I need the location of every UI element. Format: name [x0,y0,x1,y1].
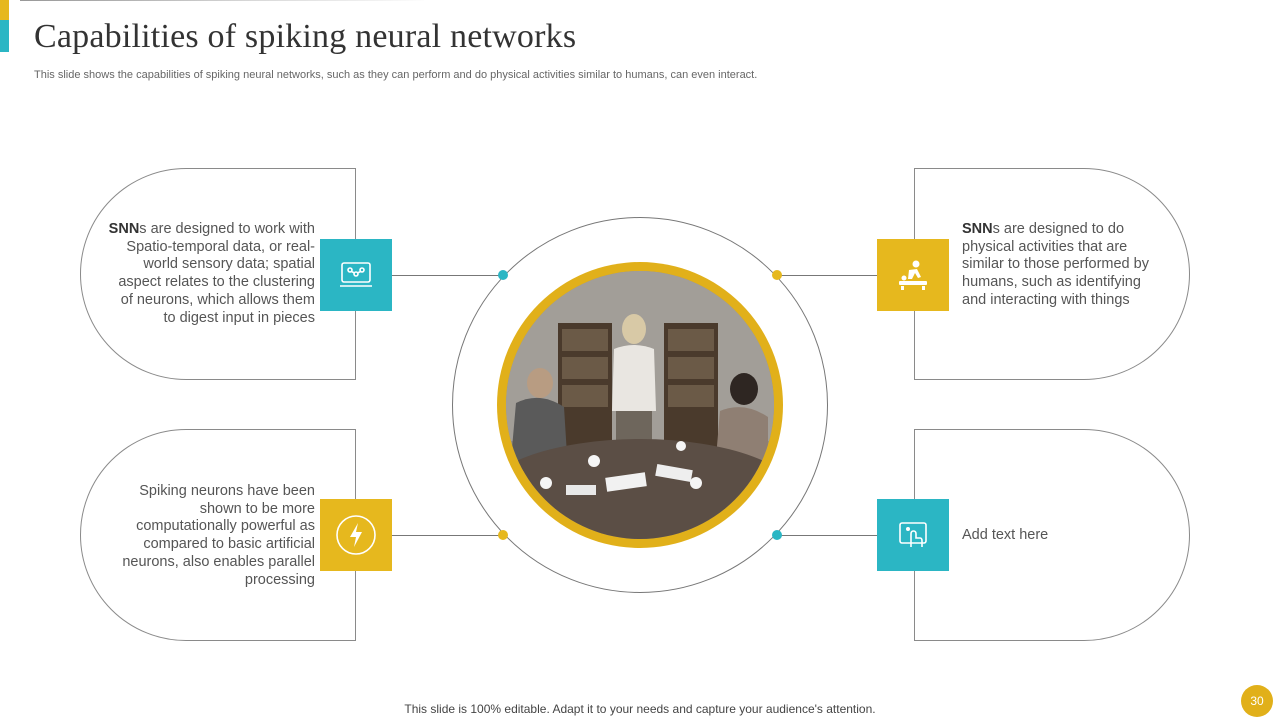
footer-note: This slide is 100% editable. Adapt it to… [404,702,876,716]
outer-circle [452,217,828,593]
connector-bottom-left [392,535,503,536]
touch-screen-icon [877,499,949,571]
card-top-left-text[interactable]: SNNs are designed to work with Spatio-te… [108,221,315,326]
card-bottom-left[interactable]: Spiking neurons have been shown to be mo… [80,429,356,641]
card-top-right-text[interactable]: SNNs are designed to do physical activit… [962,221,1149,308]
page-number-badge: 30 [1241,685,1273,717]
connector-dot-bottom-left [498,530,508,540]
connector-bottom-right [777,535,877,536]
card-top-left[interactable]: SNNs are designed to work with Spatio-te… [80,168,356,380]
connector-top-left [392,275,503,276]
card-bottom-right[interactable]: Add text here [914,429,1190,641]
connector-top-right [777,275,877,276]
slide-subtitle[interactable]: This slide shows the capabilities of spi… [34,69,758,81]
meeting-photo[interactable] [506,271,774,539]
connector-dot-top-right [772,270,782,280]
connector-dot-top-left [498,270,508,280]
connector-dot-bottom-right [772,530,782,540]
person-massage-icon [877,239,949,311]
monitor-network-icon [320,239,392,311]
card-bottom-right-text[interactable]: Add text here [962,527,1049,543]
lightning-icon [320,499,392,571]
accent-bar [0,0,9,52]
accent-bar-yellow [0,0,9,20]
accent-bar-teal [0,20,9,52]
slide-title[interactable]: Capabilities of spiking neural networks [34,18,577,55]
card-bottom-left-text[interactable]: Spiking neurons have been shown to be mo… [122,483,315,588]
photo-ring [497,262,783,548]
card-top-right[interactable]: SNNs are designed to do physical activit… [914,168,1190,380]
top-divider-line [19,0,1280,1]
